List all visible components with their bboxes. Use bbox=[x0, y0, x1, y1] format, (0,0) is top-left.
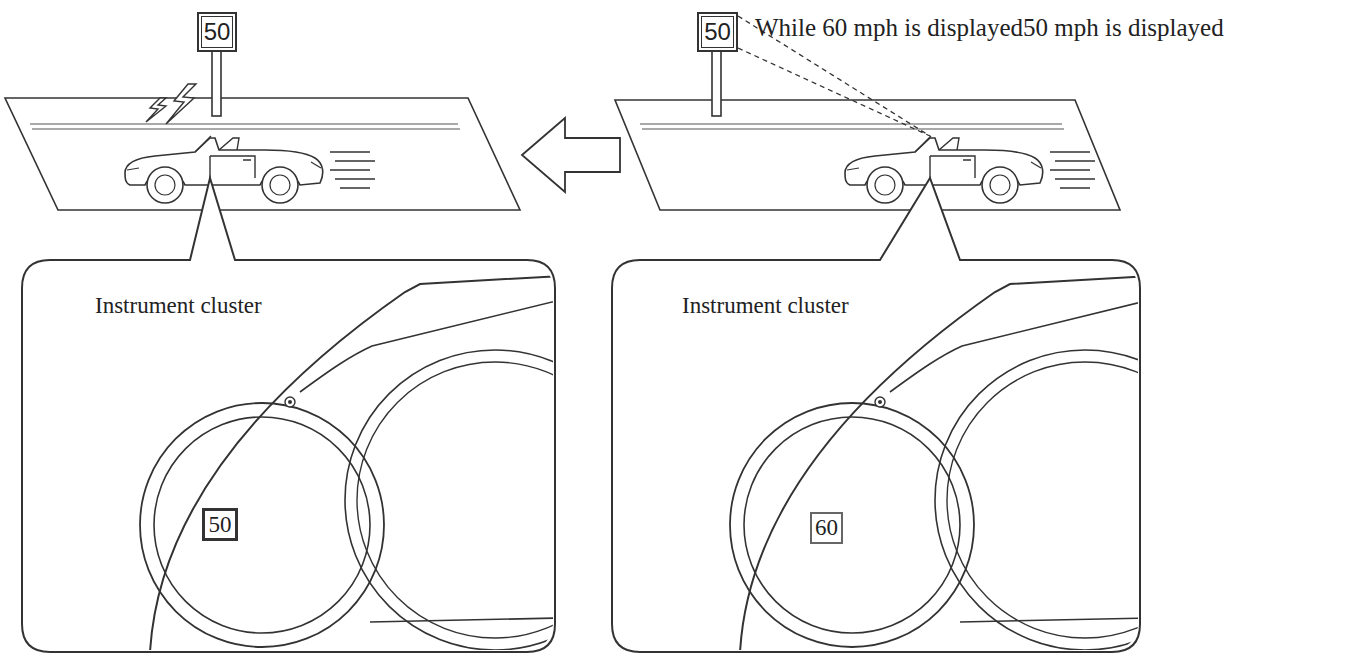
callout-outline bbox=[612, 178, 1140, 652]
callout-outline bbox=[22, 178, 555, 652]
callout-box: Instrument cluster 50 bbox=[22, 260, 555, 652]
callout-box: Instrument cluster 60 bbox=[612, 260, 1140, 652]
note-text: While 60 mph is displayed50 mph is displ… bbox=[755, 14, 1224, 42]
speed-value: 60 bbox=[815, 515, 838, 541]
car bbox=[125, 136, 323, 203]
sign-pole bbox=[212, 50, 221, 116]
sequence-arrow bbox=[522, 118, 620, 192]
speed-lines bbox=[330, 152, 375, 188]
speed-limit-display: 50 bbox=[202, 508, 238, 541]
car bbox=[845, 136, 1043, 203]
instrument-cluster bbox=[140, 276, 553, 650]
sign-pole bbox=[712, 50, 721, 116]
road-line bbox=[30, 124, 460, 129]
road-sign: 50 bbox=[697, 12, 738, 52]
callout-title: Instrument cluster bbox=[682, 293, 849, 319]
warning-flash bbox=[146, 84, 196, 124]
road-plane bbox=[615, 100, 1120, 210]
road-sign: 50 bbox=[197, 12, 237, 52]
callout-title: Instrument cluster bbox=[95, 293, 262, 319]
road-plane bbox=[5, 98, 520, 210]
speed-value: 50 bbox=[204, 18, 231, 46]
instrument-cluster bbox=[730, 276, 1138, 650]
speed-value: 50 bbox=[704, 18, 731, 46]
speed-limit-display: 60 bbox=[810, 512, 843, 544]
speed-lines bbox=[1050, 152, 1095, 188]
speed-value: 50 bbox=[209, 512, 232, 538]
road-line bbox=[640, 124, 1064, 129]
